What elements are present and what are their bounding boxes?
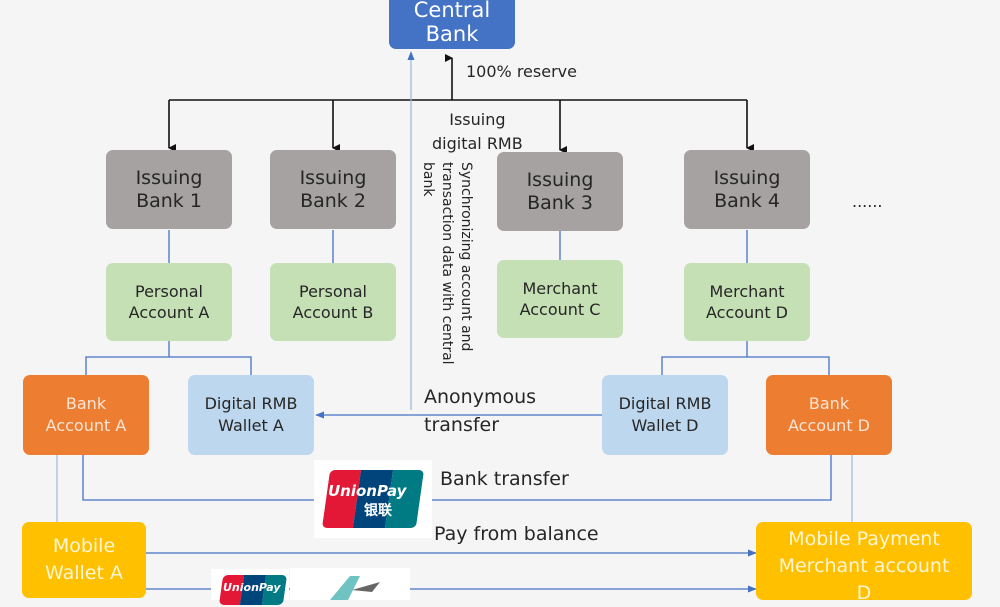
digital-rmb-wallet-a[interactable]: Digital RMB Wallet A — [188, 375, 314, 455]
unionpay-logo-small: UnionPay — [211, 569, 289, 605]
mobile-wallet-a[interactable]: Mobile Wallet A — [22, 522, 146, 598]
reserve-label: 100% reserve — [466, 62, 577, 81]
sync-label: Synchronizing account and transaction da… — [420, 162, 474, 365]
mobile-payment-merchant-d[interactable]: Mobile Payment Merchant account D — [756, 522, 972, 604]
ellipsis-label: ...... — [852, 192, 883, 211]
bank-transfer-line — [82, 455, 832, 501]
bank-account-a[interactable]: Bank Account A — [23, 375, 149, 455]
issuing-bank-1[interactable]: Issuing Bank 1 — [106, 150, 232, 229]
bank-transfer-label: Bank transfer — [440, 468, 569, 490]
anonymous-transfer-label: Anonymous transfer — [424, 386, 537, 436]
merchant-account-c[interactable]: Merchant Account C — [497, 260, 623, 338]
bank-account-d[interactable]: Bank Account D — [766, 375, 892, 455]
issuing-label: Issuing digital RMB — [432, 110, 523, 153]
personal-account-b[interactable]: Personal Account B — [270, 263, 396, 341]
issuing-bank-2[interactable]: Issuing Bank 2 — [270, 150, 396, 229]
unionpay-logo: UnionPay 银联 — [314, 460, 432, 538]
central-bank-box[interactable]: Central Bank — [389, 0, 515, 49]
issuing-bank-4[interactable]: Issuing Bank 4 — [684, 150, 810, 229]
personal-account-a[interactable]: Personal Account A — [106, 263, 232, 341]
merchant-account-d[interactable]: Merchant Account D — [684, 263, 810, 341]
issuing-bank-3[interactable]: Issuing Bank 3 — [497, 152, 623, 231]
pay-from-balance-label: Pay from balance — [434, 523, 599, 545]
payment-network-logo — [290, 568, 410, 600]
triangle-logo-icon — [330, 576, 380, 600]
digital-rmb-wallet-d[interactable]: Digital RMB Wallet D — [602, 375, 728, 455]
